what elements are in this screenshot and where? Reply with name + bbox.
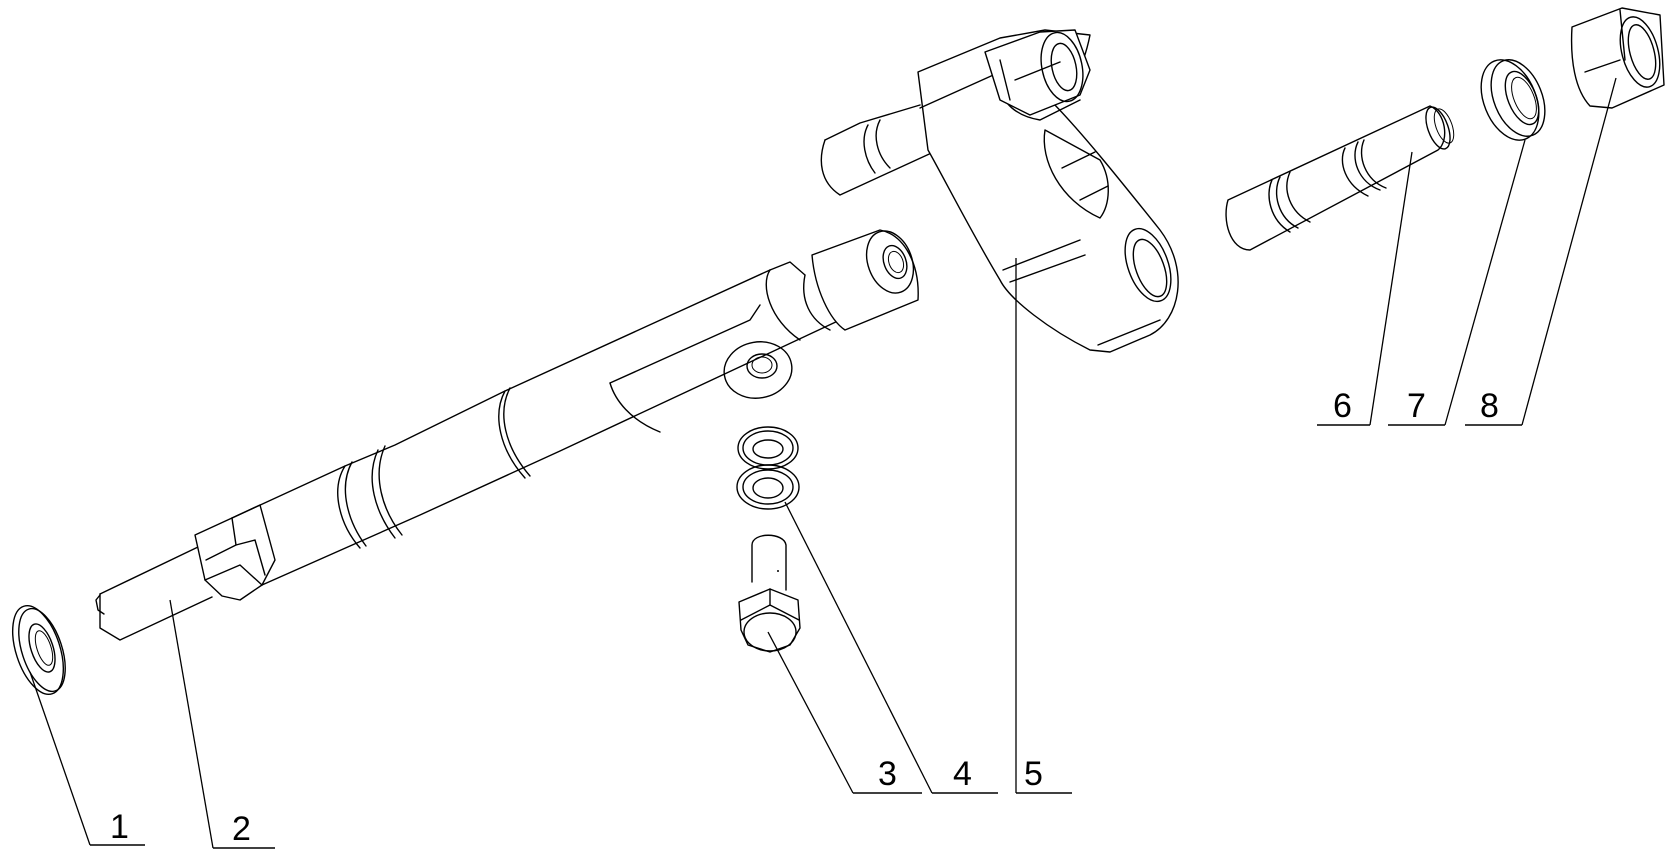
callout-2: 2 — [169, 599, 275, 849]
part-4-washers — [736, 426, 800, 510]
callout-label-4: 4 — [953, 755, 972, 793]
part-7-washer — [1480, 59, 1546, 141]
callout-7: 7 — [1388, 139, 1526, 426]
part-2-injector-body — [95, 229, 919, 641]
callout-4: 4 — [784, 501, 998, 794]
callout-3: 3 — [767, 631, 922, 794]
callout-label-1: 1 — [110, 808, 129, 846]
part-6-stud — [1225, 105, 1455, 251]
callout-1: 1 — [29, 671, 145, 846]
callout-label-3: 3 — [878, 755, 897, 793]
callout-6: 6 — [1317, 151, 1413, 426]
callout-label-6: 6 — [1333, 387, 1352, 425]
part-1-washer — [12, 605, 66, 695]
part-5-clamp-bracket — [820, 29, 1179, 353]
part-3-hex-bolt — [738, 534, 801, 653]
callout-label-8: 8 — [1480, 387, 1499, 425]
part-8-hex-nut — [1570, 7, 1665, 109]
callout-5: 5 — [1015, 258, 1072, 794]
callout-label-5: 5 — [1024, 755, 1043, 793]
callout-8: 8 — [1465, 77, 1617, 426]
callout-label-2: 2 — [232, 810, 251, 848]
callout-label-7: 7 — [1407, 387, 1426, 425]
